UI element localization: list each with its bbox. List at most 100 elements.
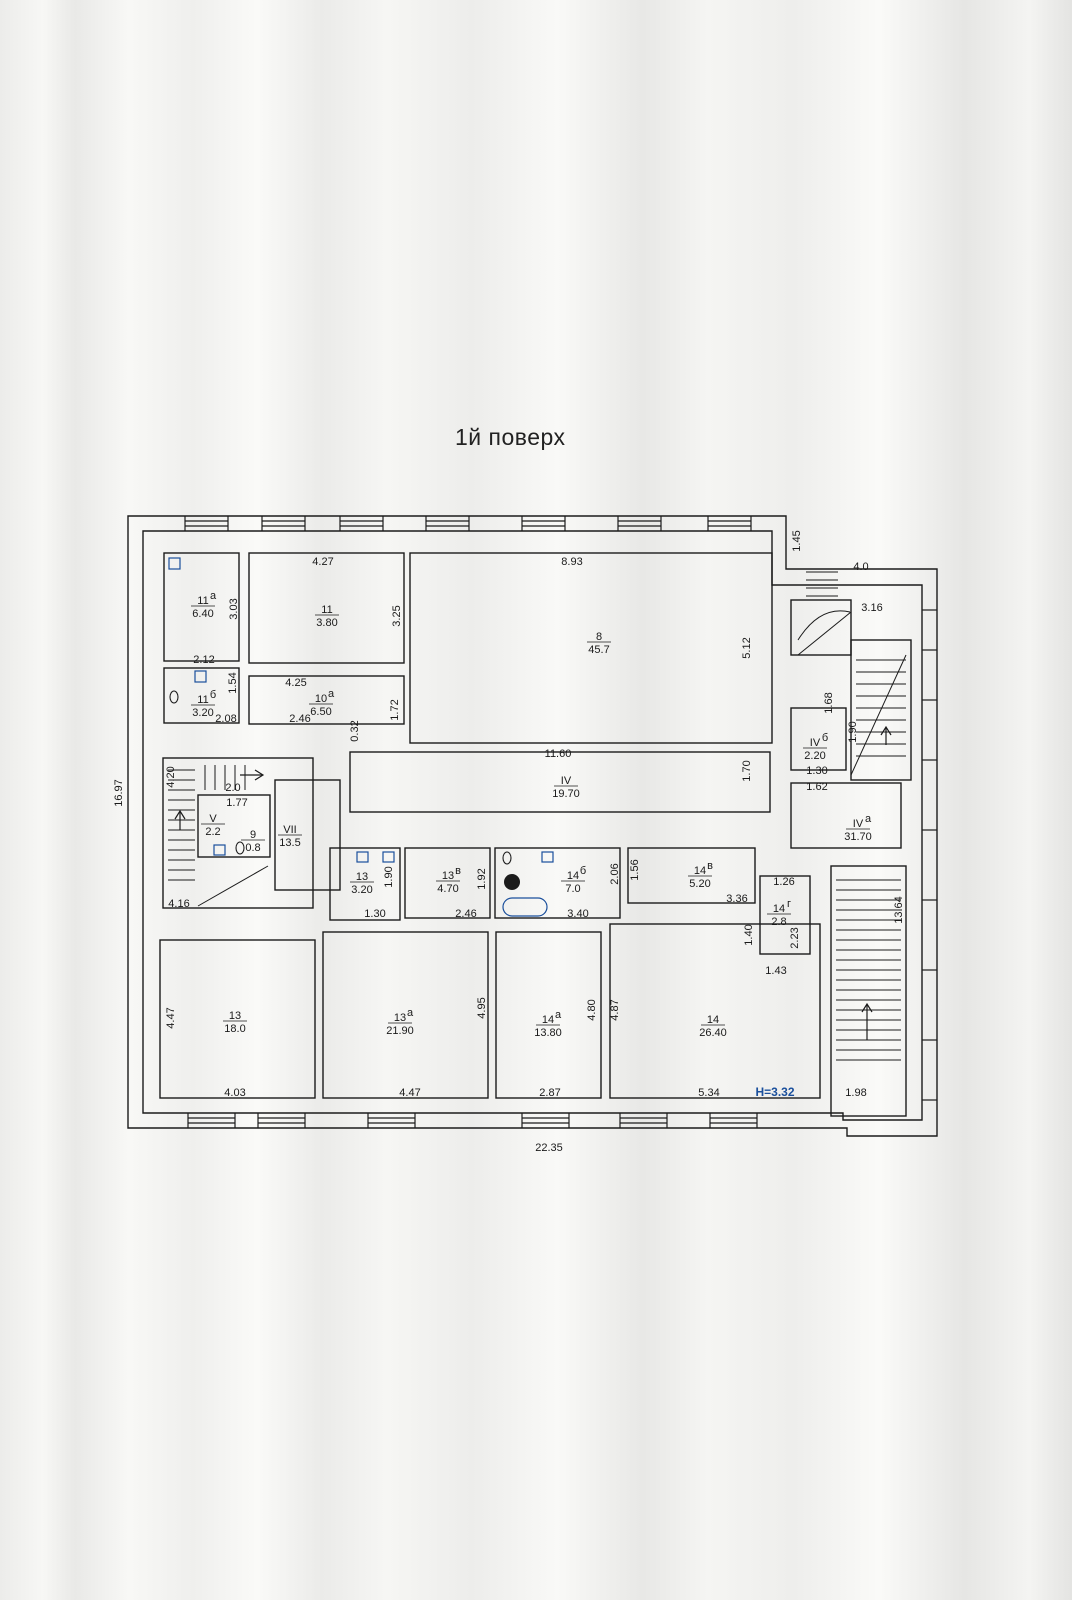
room-suffix-r13v: в <box>455 865 461 877</box>
dimension-d14: 1.72 <box>389 699 401 720</box>
dimension-d44: 4.47 <box>399 1087 420 1099</box>
room-number-r14a: 14 <box>542 1014 554 1026</box>
dimension-d26: 1.92 <box>476 868 488 889</box>
dimension-d34: 3.40 <box>567 908 588 920</box>
stair-block-bottom <box>830 865 907 1117</box>
room-number-r11: 11 <box>321 604 332 616</box>
dimension-d17: 1.90 <box>847 721 859 742</box>
room-area-r14: 26.40 <box>699 1027 727 1039</box>
dimension-d24: 1.77 <box>226 797 247 809</box>
room-area-r11a: 6.40 <box>192 608 213 620</box>
dimension-d3: 1.45 <box>791 530 803 551</box>
dimension-d13: 2.46 <box>289 713 310 725</box>
overall-height: 16.97 <box>113 779 125 807</box>
dimension-d31: 4.16 <box>168 898 189 910</box>
dimension-d15: 0.32 <box>349 720 361 741</box>
room-IV-outline <box>349 751 771 813</box>
height-note: H=3.32 <box>755 1085 794 1099</box>
room-number-r13a: 13 <box>394 1012 406 1024</box>
windows-bottom <box>187 1113 758 1128</box>
room-VII-outline <box>274 779 341 891</box>
room-number-r13s: 13 <box>356 871 368 883</box>
dimension-d40: 4.95 <box>476 997 488 1018</box>
dimension-d25: 1.90 <box>383 866 395 887</box>
room-11b-outline <box>163 667 240 724</box>
dimension-d4: 4.0 <box>853 561 868 573</box>
floor-title: 1й поверх <box>455 424 566 450</box>
room-suffix-r14b: б <box>580 865 586 877</box>
room-number-r14v: 14 <box>694 865 706 877</box>
room-suffix-r11a: а <box>210 590 217 602</box>
dimension-d43: 4.03 <box>224 1087 245 1099</box>
room-area-r10a: 6.50 <box>310 706 331 718</box>
windows-top <box>184 516 752 531</box>
room-number-rV: V <box>209 813 217 825</box>
windows-right <box>922 609 937 1101</box>
room-number-rIV: IV <box>561 775 572 787</box>
room-area-r13s: 3.20 <box>351 884 372 896</box>
overall-width: 22.35 <box>535 1142 563 1154</box>
dimension-d42: 4.87 <box>609 999 621 1020</box>
stair-arrows <box>174 725 892 1040</box>
room-area-r14v: 5.20 <box>689 878 710 890</box>
room-number-rIVb: IV <box>810 737 821 749</box>
dimension-d36: 2.23 <box>789 927 801 948</box>
dimension-d2: 8.93 <box>561 556 582 568</box>
room-13v-outline <box>404 847 491 919</box>
fixtures <box>168 557 554 917</box>
dimension-d47: 1.98 <box>845 1087 866 1099</box>
room-area-r14b: 7.0 <box>565 883 580 895</box>
room-area-rVII: 13.5 <box>279 837 300 849</box>
boiler-icon <box>504 874 520 890</box>
dimension-d46: 5.34 <box>698 1087 719 1099</box>
dimension-d29: 1.26 <box>773 876 794 888</box>
room-14-outline <box>609 923 821 1099</box>
room-area-r13v: 4.70 <box>437 883 458 895</box>
dimension-d30: 13.64 <box>893 896 905 924</box>
room-11-outline <box>248 552 405 664</box>
room-area-r11b: 3.20 <box>192 707 213 719</box>
room-number-r10a: 10 <box>315 693 327 705</box>
dimension-d41: 4.80 <box>586 999 598 1020</box>
dimension-d37: 1.40 <box>743 924 755 945</box>
dimension-d12: 2.08 <box>215 713 236 725</box>
room-area-r13a: 21.90 <box>386 1025 414 1037</box>
room-area-rIV: 19.70 <box>552 788 580 800</box>
inner-wall-main <box>142 530 923 1121</box>
dimension-d19: 1.70 <box>741 760 753 781</box>
room-suffix-r13a: а <box>407 1007 414 1019</box>
room-suffix-r14a: а <box>555 1009 562 1021</box>
room-area-r9: 0.8 <box>245 842 260 854</box>
room-8-outline <box>409 552 773 744</box>
dimension-d22: 4.20 <box>165 766 177 787</box>
room-13-outline <box>159 939 316 1099</box>
dimension-d32: 1.30 <box>364 908 385 920</box>
dimension-d23: 2.0 <box>225 782 240 794</box>
room-11a-outline <box>163 552 240 662</box>
room-area-r8: 45.7 <box>588 644 609 656</box>
room-number-r13v: 13 <box>442 870 454 882</box>
dimension-d11: 4.25 <box>285 677 306 689</box>
stairs-right-hatch <box>168 571 906 1061</box>
room-10a-outline <box>248 675 405 725</box>
dimension-d38: 1.43 <box>765 965 786 977</box>
room-area-r11: 3.80 <box>316 617 337 629</box>
room-suffix-rIVb: б <box>822 732 828 744</box>
dimension-d16: 1.68 <box>823 692 835 713</box>
room-number-rVII: VII <box>283 824 296 836</box>
room-number-r11b: 11 <box>197 694 208 706</box>
room-suffix-r10a: а <box>328 688 335 700</box>
room-number-r14: 14 <box>707 1014 719 1026</box>
room-number-r14g: 14 <box>773 903 785 915</box>
room-IVa-outline <box>790 782 902 849</box>
dimension-d28: 1.56 <box>629 859 641 880</box>
room-area-rIVb: 2.20 <box>804 750 825 762</box>
room-area-rIVa: 31.70 <box>844 831 872 843</box>
room-suffix-r14v: в <box>707 860 713 872</box>
room-suffix-r14g: г <box>787 898 791 910</box>
stair-diagonals <box>197 610 907 907</box>
room-area-r14g: 2.8 <box>771 916 786 928</box>
stair-block-top <box>790 599 852 656</box>
room-number-r14b: 14 <box>567 870 579 882</box>
